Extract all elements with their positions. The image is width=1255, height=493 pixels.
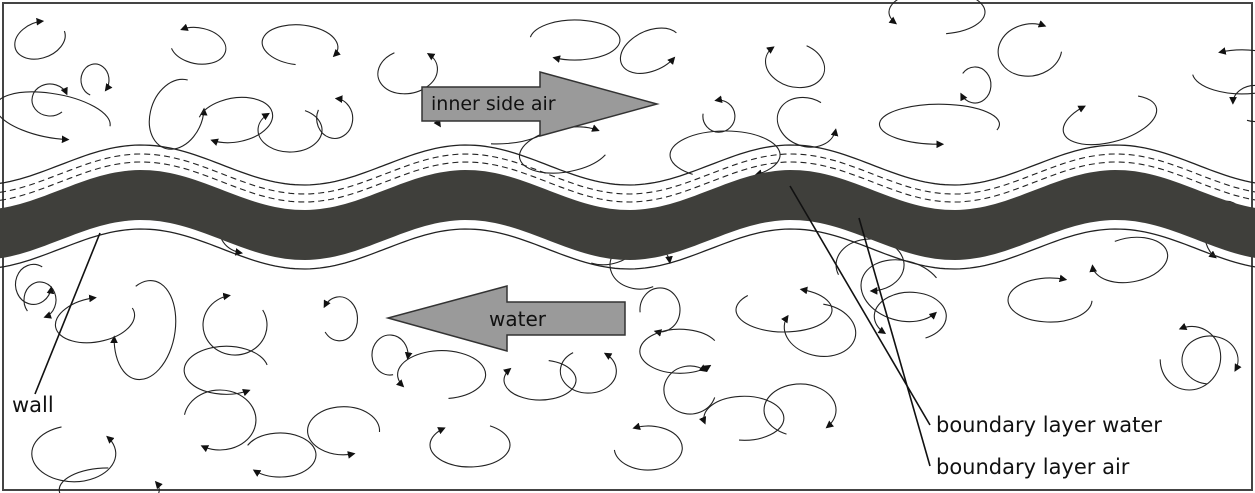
eddy-swirl [323,296,359,342]
eddy-swirl [639,328,716,374]
boundary-layer-air-label: boundary layer air [936,455,1130,479]
eddy-swirl [54,294,136,344]
boundary-layer-water-outer-line [0,144,1255,186]
wall-leader-line [34,232,101,395]
wall-label: wall [12,393,54,417]
water-label: water [489,307,547,331]
eddy-swirl [1089,236,1169,284]
eddy-swirl [1062,95,1158,146]
eddy-swirl [80,63,113,96]
eddy-swirl [31,83,68,117]
eddy-swirl [873,291,947,339]
boundary-layer-water-dash-1 [0,161,1255,203]
eddy-swirl [776,97,839,148]
eddy-swirl [31,426,117,483]
eddy-swirl [377,52,438,95]
eddy-swirl [1159,322,1222,391]
eddy-swirl [261,24,341,66]
eddy-swirl [1229,84,1255,123]
eddy-swirl [997,20,1063,77]
eddy-swirl [247,432,317,478]
wall-band [0,144,1255,270]
eddy-swirl [183,345,268,397]
eddy-swirl [1007,274,1093,323]
eddy-swirl [58,467,163,493]
eddy-swirl [1192,47,1255,95]
eddy-swirl [257,110,323,153]
water-arrow: water [385,285,626,352]
eddy-swirl [183,389,257,453]
eddy-swirl [663,364,716,415]
eddy-swirl [639,287,681,337]
eddy-swirl [371,334,413,376]
eddy-swirl [878,103,1000,149]
eddy-swirl [1181,335,1242,385]
eddy-swirl [202,292,268,356]
eddy-swirl [529,19,621,63]
eddy-swirl [307,406,381,459]
eddy-swirl [763,383,837,435]
eddy-swirl [888,0,986,35]
eddy-swirl [396,350,487,399]
eddy-swirl [702,95,736,133]
eddy-swirl [14,17,66,60]
eddy-swirl [429,425,511,468]
boundary-layer-air-leader-line [858,217,931,467]
eddy-swirl [170,23,227,65]
eddy-swirl [198,96,274,146]
inner-side-air-label: inner side air [431,93,556,115]
wall-body [0,170,1255,260]
eddy-swirl [110,280,177,381]
boundary-layer-water-label: boundary layer water [936,413,1162,437]
eddy-swirl [316,95,354,139]
eddy-swirl [23,281,57,319]
inner-side-air-arrow: inner side air [421,71,660,137]
eddy-swirl [735,286,833,333]
eddy-swirl [0,91,111,144]
eddy-swirl [15,263,55,305]
eddy-swirl [148,78,208,150]
boundary-layer-air-line [0,228,1255,270]
eddy-swirl [559,352,617,394]
eddy-swirl [619,27,677,74]
boundary-layer-water-dash-2 [0,153,1255,195]
eddy-swirl [781,303,857,357]
eddy-swirl [698,395,785,441]
eddy-swirl [669,130,781,177]
eddy-swirl [960,66,992,104]
eddy-swirl [764,45,826,89]
eddy-swirl [502,360,577,401]
eddy-swirl [613,422,683,471]
